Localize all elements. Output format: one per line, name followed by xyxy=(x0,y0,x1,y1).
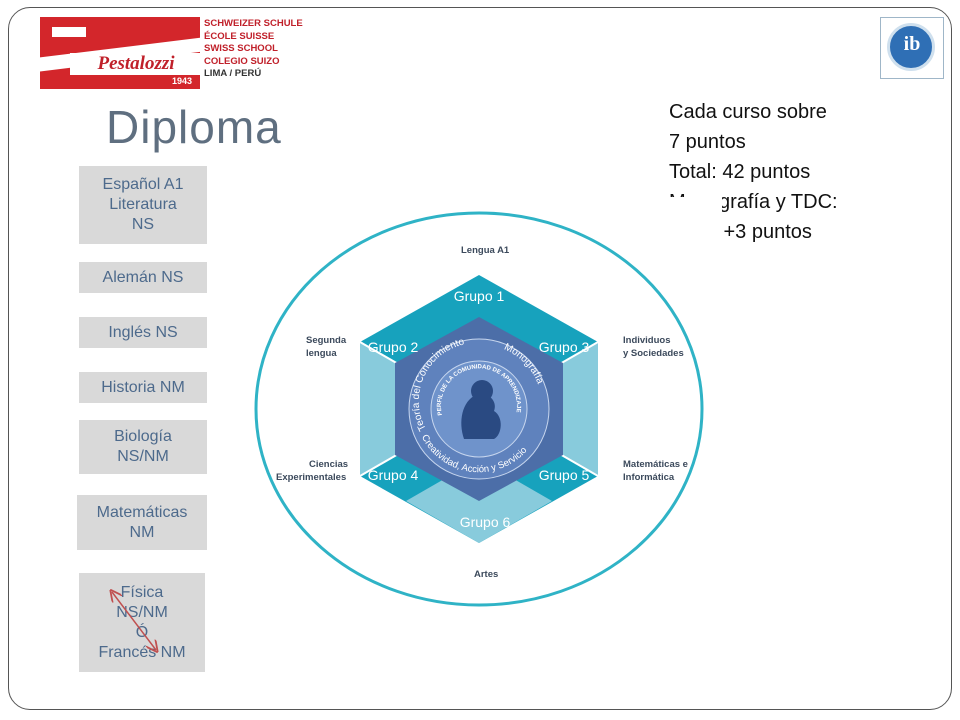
label-grupo-2: Grupo 2 xyxy=(368,339,419,355)
course-line: Biología xyxy=(114,428,172,445)
label-grupo-1: Grupo 1 xyxy=(454,288,505,304)
info-line: Total: 42 puntos xyxy=(669,161,811,183)
outer-label-artes: Artes xyxy=(474,569,498,580)
outer-label-individuos-2: y Sociedades xyxy=(623,348,684,359)
school-line: SWISS SCHOOL xyxy=(204,43,278,54)
course-box-aleman: Alemán NS xyxy=(79,262,207,293)
course-box-espanol: Español A1 Literatura NS xyxy=(79,166,207,244)
school-name-block: SCHWEIZER SCHULE ÉCOLE SUISSE SWISS SCHO… xyxy=(204,18,303,81)
course-box-historia: Historia NM xyxy=(79,372,207,403)
course-line: Matemáticas xyxy=(96,503,188,521)
page-title: Diploma xyxy=(106,101,282,153)
course-line: NS xyxy=(131,216,155,233)
course-line: Literatura xyxy=(109,196,177,213)
outer-label-ciencias-2: Experimentales xyxy=(276,472,346,483)
outer-label-ciencias-1: Ciencias xyxy=(309,459,348,470)
outer-label-individuos-1: Individuos xyxy=(623,335,671,346)
outer-label-matematicas-2: Informática xyxy=(623,472,675,483)
label-grupo-3: Grupo 3 xyxy=(539,339,590,355)
ib-logo-circle xyxy=(887,23,935,71)
ib-logo-text: ib xyxy=(903,33,921,55)
profile-silhouette-icon xyxy=(461,394,501,439)
label-grupo-5: Grupo 5 xyxy=(539,467,590,483)
school-line: ÉCOLE SUISSE xyxy=(204,30,275,42)
logo-year: 1943 xyxy=(171,76,192,86)
ib-hexagon-diagram: Grupo 1 Grupo 2 Grupo 3 Grupo 4 Grupo 5 … xyxy=(236,197,722,617)
outer-label-matematicas-1: Matemáticas e xyxy=(623,459,688,470)
label-grupo-4: Grupo 4 xyxy=(368,467,419,483)
info-line: 7 puntos xyxy=(669,131,746,153)
school-line: LIMA / PERÚ xyxy=(204,68,262,79)
course-line: Español A1 xyxy=(102,176,184,193)
logo-name: Pestalozzi xyxy=(70,53,200,75)
course-line: NS/NM xyxy=(117,448,169,465)
label-grupo-6: Grupo 6 xyxy=(460,514,511,530)
outer-ring xyxy=(254,211,704,607)
course-box-biologia: Biología NS/NM xyxy=(79,420,207,474)
swiss-cross-bar xyxy=(52,27,86,37)
outer-label-lengua-a1: Lengua A1 xyxy=(461,245,510,256)
school-line: COLEGIO SUIZO xyxy=(204,55,280,67)
info-line: Cada curso sobre xyxy=(669,101,827,123)
outer-label-segunda-1: Segunda xyxy=(306,335,347,346)
outer-label-segunda-2: lengua xyxy=(306,348,337,359)
course-box-ingles: Inglés NS xyxy=(79,317,207,348)
course-line: Historia NM xyxy=(101,378,185,396)
course-line: NM xyxy=(129,523,155,541)
pestalozzi-logo: Pestalozzi 1943 xyxy=(40,17,200,89)
ib-logo: ib xyxy=(880,17,944,79)
course-box-matematicas: Matemáticas NM xyxy=(77,495,207,550)
course-line: Inglés NS xyxy=(108,323,178,341)
slide-frame xyxy=(8,7,952,710)
school-line: SCHWEIZER SCHULE xyxy=(204,18,303,29)
course-line: Alemán NS xyxy=(102,268,184,286)
swap-arrow-icon xyxy=(100,588,170,668)
